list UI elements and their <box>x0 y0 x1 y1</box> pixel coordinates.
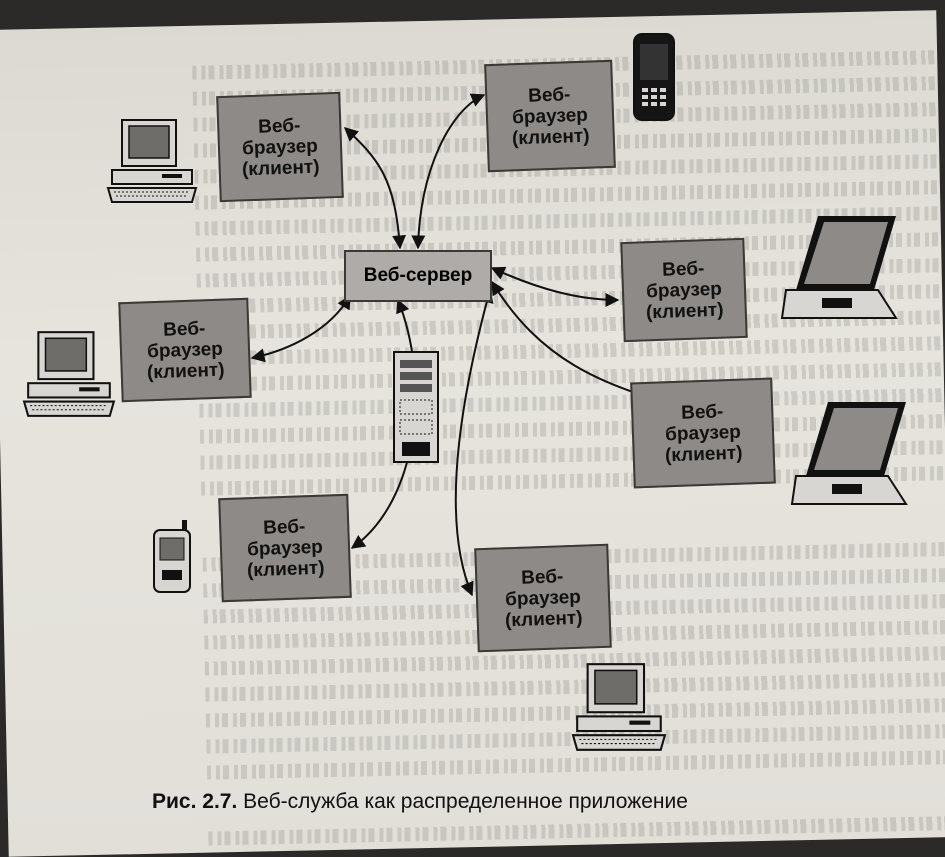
desktop-computer-icon <box>571 663 667 751</box>
arrow-server-client-right-upper <box>490 266 620 307</box>
client-node-right-lower: Веб- браузер (клиент) <box>630 377 776 489</box>
mobile-phone-icon <box>153 520 191 593</box>
arrow-server-client-left <box>250 294 351 363</box>
figure-caption: Рис. 2.7. Веб-служба как распределенное … <box>152 790 688 814</box>
client-label: Веб- браузер (клиент) <box>511 83 590 149</box>
client-node-top-left: Веб- браузер (клиент) <box>216 91 344 203</box>
client-label: Веб- браузер (клиент) <box>664 400 743 466</box>
client-node-top-right: Веб- браузер (клиент) <box>484 59 616 173</box>
client-label: Веб- браузер (клиент) <box>241 114 320 180</box>
client-node-right-upper: Веб- браузер (клиент) <box>620 237 748 343</box>
client-node-bottom-left: Веб- браузер (клиент) <box>218 493 352 603</box>
laptop-icon <box>780 216 898 319</box>
arrow-server-client-top-right <box>411 93 486 250</box>
client-label: Веб- браузер (клиент) <box>645 257 724 323</box>
desktop-computer-icon <box>22 331 116 417</box>
figure-number: Рис. 2.7. <box>152 790 238 813</box>
mobile-phone-icon <box>633 33 675 121</box>
laptop-icon <box>790 402 908 505</box>
client-label: Веб- браузер (клиент) <box>504 565 583 631</box>
client-label: Веб- браузер (клиент) <box>146 317 225 383</box>
figure-caption-text: Веб-служба как распределенное приложение <box>243 790 688 813</box>
client-label: Веб- браузер (клиент) <box>246 515 325 581</box>
web-server-label: Веб-сервер <box>363 265 473 286</box>
client-node-left: Веб- браузер (клиент) <box>118 297 252 403</box>
web-server-node: Веб-сервер <box>344 250 492 302</box>
desktop-computer-icon <box>106 119 198 203</box>
server-tower-icon <box>393 351 439 463</box>
arrow-server-client-bottom-right <box>454 288 494 597</box>
arrow-server-client-top-left <box>343 127 407 250</box>
client-node-bottom-right: Веб- браузер (клиент) <box>474 543 612 653</box>
